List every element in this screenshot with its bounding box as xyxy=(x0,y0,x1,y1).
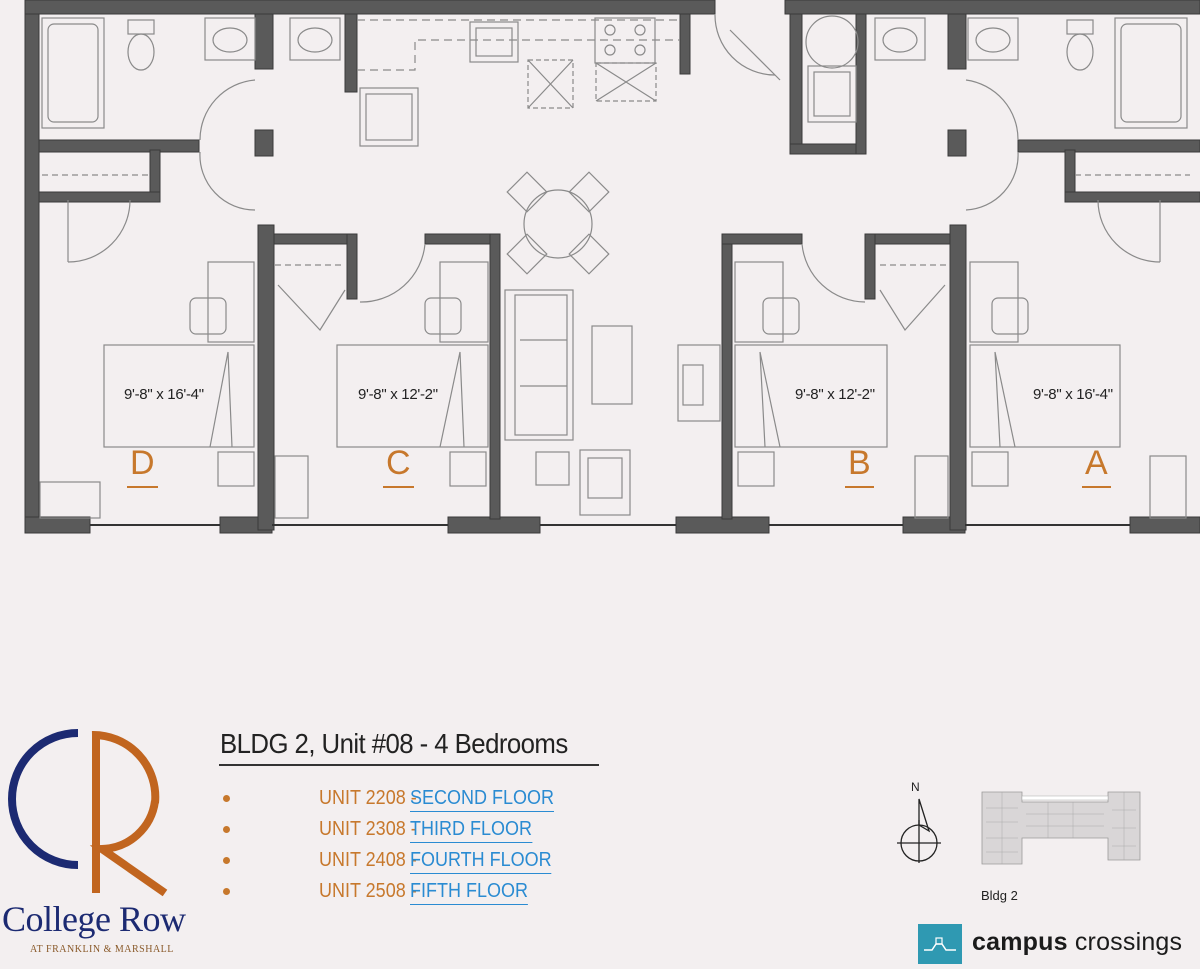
compass-icon xyxy=(897,798,941,863)
page-title: BLDG 2, Unit #08 - 4 Bedrooms xyxy=(220,728,568,759)
room-d-letter: D xyxy=(127,444,158,488)
room-d-dimensions: 9'-8" x 16'-4" xyxy=(124,386,204,403)
fourth-floor-link[interactable]: FOURTH FLOOR xyxy=(410,849,552,874)
bullet-icon xyxy=(223,857,230,864)
room-c-letter: C xyxy=(383,444,414,488)
room-c-dimensions: 9'-8" x 12'-2" xyxy=(358,386,438,403)
unit-number: UNIT 2408 - xyxy=(319,849,417,871)
unit-number: UNIT 2508 - xyxy=(319,880,417,902)
second-floor-link[interactable]: SECOND FLOOR xyxy=(410,787,555,812)
bullet-icon xyxy=(223,795,230,802)
unit-number: UNIT 2208 - xyxy=(319,787,417,809)
brand-bold: campus xyxy=(972,928,1068,956)
brand-rest: crossings xyxy=(1074,928,1183,956)
bullet-icon xyxy=(223,826,230,833)
building-key-plan xyxy=(981,791,1141,865)
north-label: N xyxy=(911,780,920,794)
bullet-icon xyxy=(223,888,230,895)
room-b-letter: B xyxy=(845,444,874,488)
building-label: Bldg 2 xyxy=(981,888,1018,903)
campus-crossings-icon xyxy=(918,924,962,964)
campus-crossings-brand: campus crossings xyxy=(972,928,1182,957)
fifth-floor-link[interactable]: FIFTH FLOOR xyxy=(410,880,528,905)
logo-subtitle: AT FRANKLIN & MARSHALL xyxy=(30,944,174,955)
title-divider xyxy=(219,764,599,766)
third-floor-link[interactable]: THIRD FLOOR xyxy=(410,818,533,843)
room-a-dimensions: 9'-8" x 16'-4" xyxy=(1033,386,1113,403)
college-row-logo xyxy=(8,729,168,897)
floor-plan xyxy=(24,0,1200,534)
room-a-letter: A xyxy=(1082,444,1111,488)
room-b-dimensions: 9'-8" x 12'-2" xyxy=(795,386,875,403)
unit-number: UNIT 2308 - xyxy=(319,818,417,840)
logo-name: College Row xyxy=(2,899,186,939)
